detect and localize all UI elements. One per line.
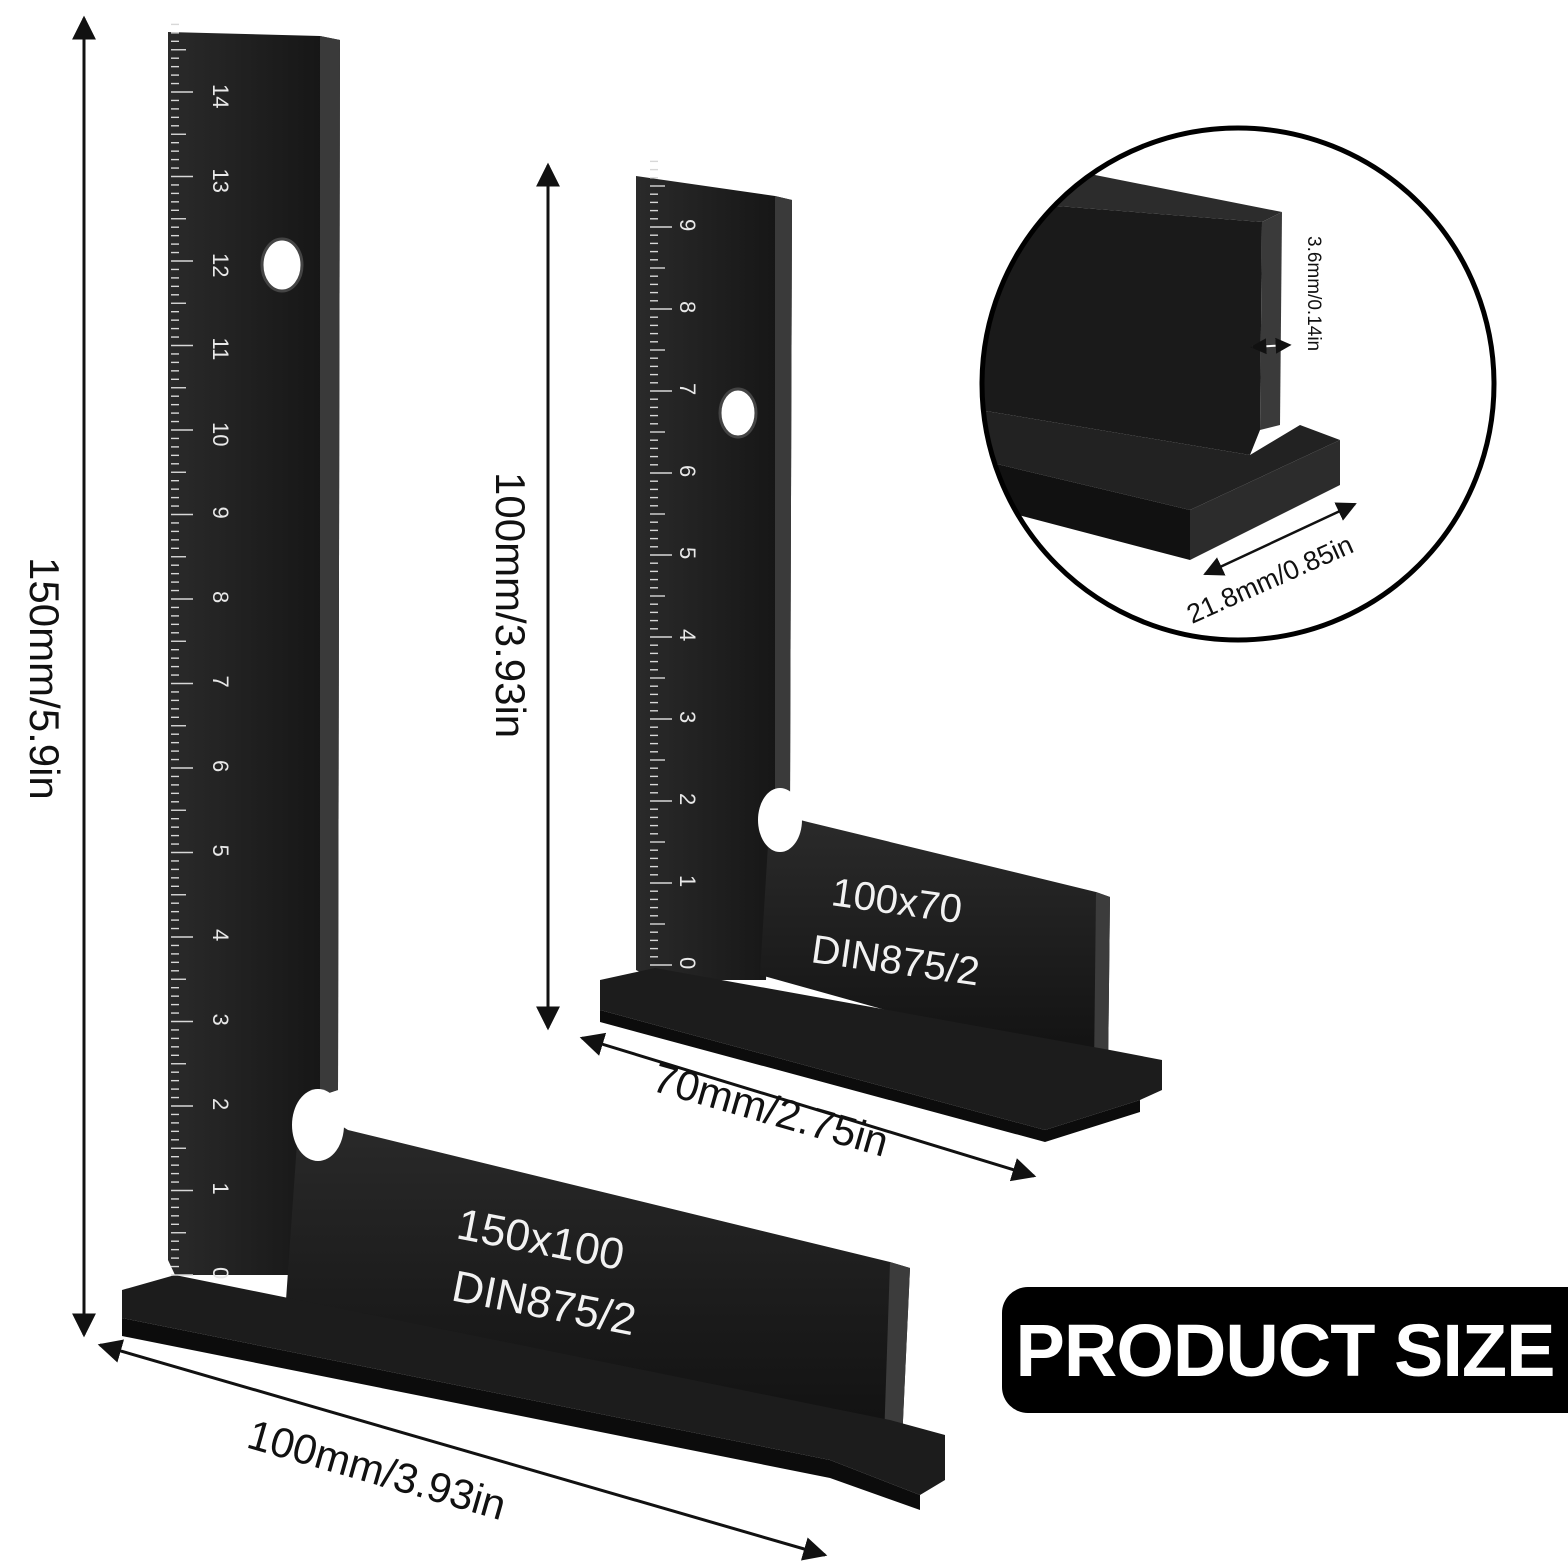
small-hang-hole: [718, 387, 758, 439]
small-blade: [636, 176, 792, 980]
product-size-badge: PRODUCT SIZE: [1002, 1287, 1568, 1413]
small-scale-numbers: 0 1 2 3 4 5 6 7 8 9: [675, 219, 700, 969]
large-scale-number: 8: [208, 591, 233, 603]
small-scale-number: 4: [675, 629, 700, 641]
small-scale-number: 9: [675, 219, 700, 231]
large-scale-number: 5: [208, 845, 233, 857]
large-scale-number: 6: [208, 760, 233, 772]
small-scale-number: 0: [675, 957, 700, 969]
large-height-label: 150mm/5.9in: [21, 557, 68, 800]
large-width-label: 100mm/3.93in: [243, 1410, 512, 1529]
small-relief-notch: [758, 788, 802, 852]
large-scale-number: 4: [208, 929, 233, 941]
large-scale-number: 13: [208, 169, 233, 193]
large-scale-number: 14: [208, 84, 233, 108]
large-scale-number: 10: [208, 422, 233, 446]
detail-blade: [982, 200, 1262, 455]
detail-circle-border: [979, 125, 1497, 643]
small-scale-number: 8: [675, 301, 700, 313]
small-height-label: 100mm/3.93in: [487, 472, 534, 738]
small-scale-number: 1: [675, 875, 700, 887]
large-scale-number: 7: [208, 676, 233, 688]
thickness-label: 3.6mm/0.14in: [1303, 236, 1324, 351]
small-stock: [760, 812, 1110, 1072]
small-height-dimension: 100mm/3.93in: [487, 162, 560, 1031]
large-blade: [168, 32, 340, 1275]
large-scale-number: 2: [208, 1098, 233, 1110]
product-size-text: PRODUCT SIZE: [1015, 1308, 1556, 1392]
large-scale-number: 9: [208, 507, 233, 519]
detail-magnifier: 3.6mm/0.14in 21.8mm/0.85in: [979, 125, 1497, 643]
small-scale-number: 6: [675, 465, 700, 477]
large-scale-number: 11: [208, 338, 233, 361]
large-scale-ticks: [171, 23, 193, 1276]
small-scale-number: 5: [675, 547, 700, 559]
large-relief-notch: [292, 1089, 344, 1161]
large-scale-number: 1: [208, 1183, 233, 1195]
large-scale-number: 3: [208, 1014, 233, 1026]
large-scale-number: 0: [208, 1267, 233, 1279]
small-scale-number: 7: [675, 383, 700, 395]
small-scale-number: 3: [675, 711, 700, 723]
small-scale-number: 2: [675, 793, 700, 805]
large-height-dimension: 150mm/5.9in: [21, 15, 96, 1338]
large-hang-hole: [260, 237, 304, 293]
small-scale-ticks: [650, 160, 672, 966]
large-scale-number: 12: [208, 253, 233, 277]
